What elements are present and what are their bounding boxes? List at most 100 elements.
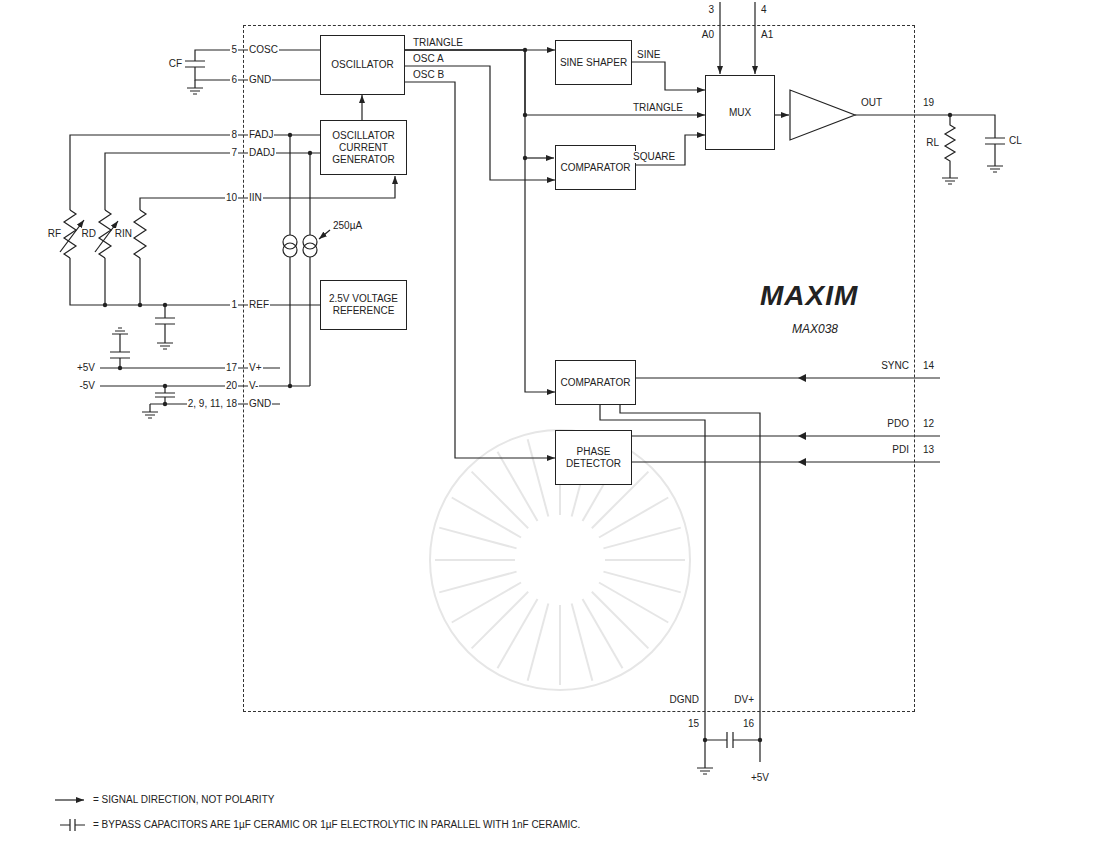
pin-name: PDI xyxy=(891,444,910,456)
pin-number: 13 xyxy=(922,444,935,456)
pin-number: 10 xyxy=(225,192,238,204)
pin-number: 16 xyxy=(742,718,755,730)
pin-name: SYNC xyxy=(880,360,910,372)
resistor-symbol xyxy=(99,210,111,258)
block-box: 2.5V VOLTAGE REFERENCE xyxy=(320,280,407,330)
pin-name: DGND xyxy=(669,694,700,706)
pin-number: 2, 9, 11, 18 xyxy=(187,398,238,410)
output-buffer xyxy=(790,90,855,140)
junction-dot xyxy=(948,113,952,117)
component-label: +5V xyxy=(750,772,770,784)
signal-label: OSC B xyxy=(412,69,445,81)
ground-symbol xyxy=(942,170,958,184)
wire xyxy=(719,2,720,74)
watermark-seal xyxy=(572,603,593,680)
watermark-seal xyxy=(498,452,538,521)
component-label: CL xyxy=(1008,135,1023,147)
watermark-seal xyxy=(603,572,680,593)
watermark-seal xyxy=(472,592,529,649)
block-box: MUX xyxy=(705,75,775,150)
block-label: COMPARATOR xyxy=(560,377,630,389)
watermark-seal xyxy=(583,599,623,668)
pin-number: 7 xyxy=(230,147,238,159)
pin-number: 4 xyxy=(760,4,768,16)
signal-connector xyxy=(405,50,555,392)
block-label: OSCILLATOR CURRENT GENERATOR xyxy=(324,130,403,166)
block-label: PHASE DETECTOR xyxy=(559,446,628,470)
pin-number: 6 xyxy=(230,74,238,86)
junction-dot xyxy=(103,48,952,742)
wire xyxy=(110,342,130,368)
current-source-symbol xyxy=(283,230,330,257)
block-box: SINE SHAPER xyxy=(555,40,632,85)
pin-name: DADJ xyxy=(248,147,276,159)
block-box: COMPARATOR xyxy=(555,360,636,405)
watermark-seal xyxy=(559,605,561,685)
block-label: SINE SHAPER xyxy=(560,57,627,69)
arrowhead xyxy=(798,374,806,466)
watermark-seal xyxy=(498,599,538,668)
junction-dot xyxy=(103,303,107,307)
part-number: MAX038 xyxy=(792,322,838,336)
ground-symbol xyxy=(187,80,203,94)
watermark-seal xyxy=(435,559,515,561)
note-text: = SIGNAL DIRECTION, NOT POLARITY xyxy=(92,794,275,806)
pin-number: 12 xyxy=(922,418,935,430)
component-label: RIN xyxy=(114,228,133,240)
block-box: COMPARATOR xyxy=(555,145,636,190)
wire xyxy=(290,135,310,386)
signal-connector xyxy=(405,66,555,180)
junction-dot xyxy=(138,303,142,307)
watermark-seal xyxy=(472,472,529,529)
ground-symbol xyxy=(112,80,1003,774)
pin-number: 3 xyxy=(707,4,715,16)
pin-name: V- xyxy=(248,380,259,392)
junction-dot xyxy=(288,384,292,388)
component-label: RD xyxy=(81,228,97,240)
note-symbol xyxy=(60,819,85,831)
watermark-seal xyxy=(603,528,680,549)
output-buffer xyxy=(790,90,855,140)
junction-dot xyxy=(118,366,122,370)
wire xyxy=(155,386,175,404)
pin-number: 15 xyxy=(687,718,700,730)
watermark-seal xyxy=(439,572,516,593)
pin-name: A1 xyxy=(760,29,774,41)
block-box: OSCILLATOR CURRENT GENERATOR xyxy=(320,120,407,175)
wire xyxy=(705,732,760,748)
ground-symbol xyxy=(697,760,713,774)
current-source-symbol xyxy=(303,243,317,257)
wire xyxy=(70,258,320,305)
watermark-seal xyxy=(430,430,690,690)
junction-dot xyxy=(758,738,762,742)
component-label: RF xyxy=(47,228,62,240)
signal-label: SINE xyxy=(636,49,661,61)
pin-number: 14 xyxy=(922,360,935,372)
pin-name: PDO xyxy=(886,418,910,430)
junction-dot xyxy=(308,151,312,155)
watermark-seal xyxy=(592,592,649,649)
wire xyxy=(945,115,955,170)
current-source-symbol xyxy=(303,235,317,249)
pin-number: 20 xyxy=(225,380,238,392)
junction-dot xyxy=(703,738,707,742)
junction-dot xyxy=(163,303,167,307)
component-label: CF xyxy=(168,58,183,70)
wire xyxy=(155,305,175,335)
block-label: 2.5V VOLTAGE REFERENCE xyxy=(324,293,403,317)
chip-outline: MAXIMMAX038OSCILLATOROSCILLATOR CURRENT … xyxy=(243,25,915,712)
component-label: -5V xyxy=(78,380,96,392)
block-label: OSCILLATOR xyxy=(331,59,393,71)
current-source-symbol xyxy=(319,230,330,239)
arrowhead xyxy=(798,374,806,382)
component-label: +5V xyxy=(76,362,96,374)
signal-label: SQUARE xyxy=(632,151,676,163)
pin-name: DV+ xyxy=(733,694,755,706)
watermark-seal xyxy=(528,603,549,680)
pin-number: 17 xyxy=(225,362,238,374)
wire xyxy=(630,377,940,378)
current-source-symbol xyxy=(283,235,297,249)
wire xyxy=(70,135,320,210)
watermark-seal xyxy=(599,498,668,538)
wire xyxy=(525,157,554,158)
